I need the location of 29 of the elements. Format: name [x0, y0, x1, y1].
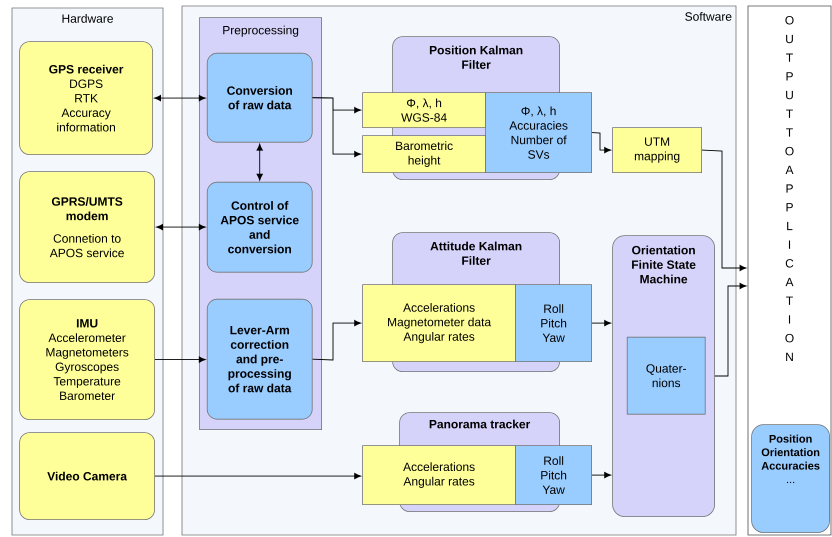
data-box: Barometric height [362, 135, 486, 173]
data-box: UTM mapping [612, 127, 702, 173]
device-box: GPS receiver DGPS RTK Accuracy information [19, 41, 154, 155]
process-box: Control of APOS service and conversion [206, 182, 313, 273]
arrow [702, 150, 746, 272]
arrow [312, 97, 362, 158]
arrow [714, 282, 746, 376]
data-box: Accelerations Magnetometer data Angular rates [362, 284, 516, 362]
arrow [592, 472, 612, 478]
arrow [154, 95, 206, 102]
process-box: Conversion of raw data [206, 52, 313, 143]
data-box: Φ, λ, h WGS-84 [362, 92, 486, 128]
data-box: Roll Pitch Yaw [515, 445, 592, 505]
arrow [154, 473, 362, 480]
arrow [592, 320, 612, 326]
output-box: Position Orientation Accuracies ... [751, 424, 830, 533]
arrow [256, 144, 263, 181]
data-box: Roll Pitch Yaw [515, 284, 592, 362]
device-box: IMU Accelerometer Magnetometers Gyroscopes Temperature Barometer [19, 299, 156, 420]
data-box: Accelerations Angular rates [362, 445, 516, 505]
data-box: Φ, λ, h Accuracies Number of SVs [485, 92, 592, 173]
arrow [154, 356, 206, 363]
device-box: GPRS/UMTS modem Connetion to APOS service [19, 171, 156, 283]
arrow [312, 320, 362, 360]
data-box: Quater- nions [626, 336, 706, 415]
arrow [592, 132, 612, 154]
device-box: Video Camera [19, 432, 156, 520]
arrow [156, 224, 206, 230]
process-box: Lever-Arm correction and pre- processing of raw data [206, 298, 313, 420]
